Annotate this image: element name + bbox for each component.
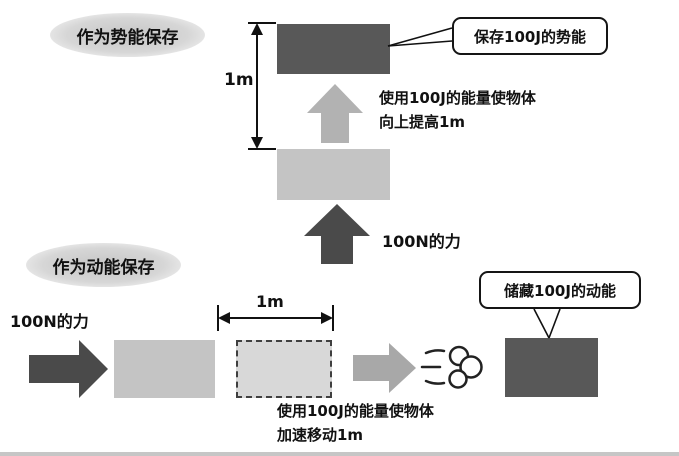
distance-dimension-label: 1m [256, 292, 284, 311]
raised-object-box [277, 24, 390, 74]
height-dimension-label: 1m [224, 70, 254, 90]
scan-edge-line [0, 452, 679, 456]
kinetic-energy-callout: 储藏100J的动能 [479, 271, 641, 309]
start-object-box [114, 340, 215, 398]
motion-arrow-right [353, 343, 416, 393]
dimension-arrowhead-up [251, 23, 263, 35]
lift-energy-text-line2: 向上提高1m [379, 113, 466, 131]
force-arrow-right [29, 340, 108, 398]
force-arrow-up [304, 204, 370, 264]
lift-energy-text-line1: 使用100J的能量使物体 [379, 89, 536, 107]
kinetic-section-label: 作为动能保存 [26, 243, 181, 287]
kinetic-callout-pointer [533, 308, 561, 339]
dimension-arrowhead-right [321, 312, 333, 324]
dimension-arrowhead-left [218, 312, 230, 324]
accel-energy-text-line2: 加速移动1m [277, 426, 364, 444]
potential-energy-callout: 保存100J的势能 [452, 17, 608, 55]
potential-callout-pointer [387, 27, 453, 47]
ground-object-box [277, 149, 390, 200]
wind-puff-icon [420, 345, 483, 389]
moved-object-ghost-box [236, 340, 332, 398]
force-label-bottom: 100N的力 [10, 312, 89, 331]
accel-energy-text-line1: 使用100J的能量使物体 [277, 402, 434, 420]
potential-section-label: 作为势能保存 [50, 13, 205, 57]
dimension-arrowhead-down [251, 137, 263, 149]
lift-arrow-up [307, 84, 363, 143]
force-label-top: 100N的力 [382, 232, 461, 251]
moving-object-box [505, 338, 598, 397]
